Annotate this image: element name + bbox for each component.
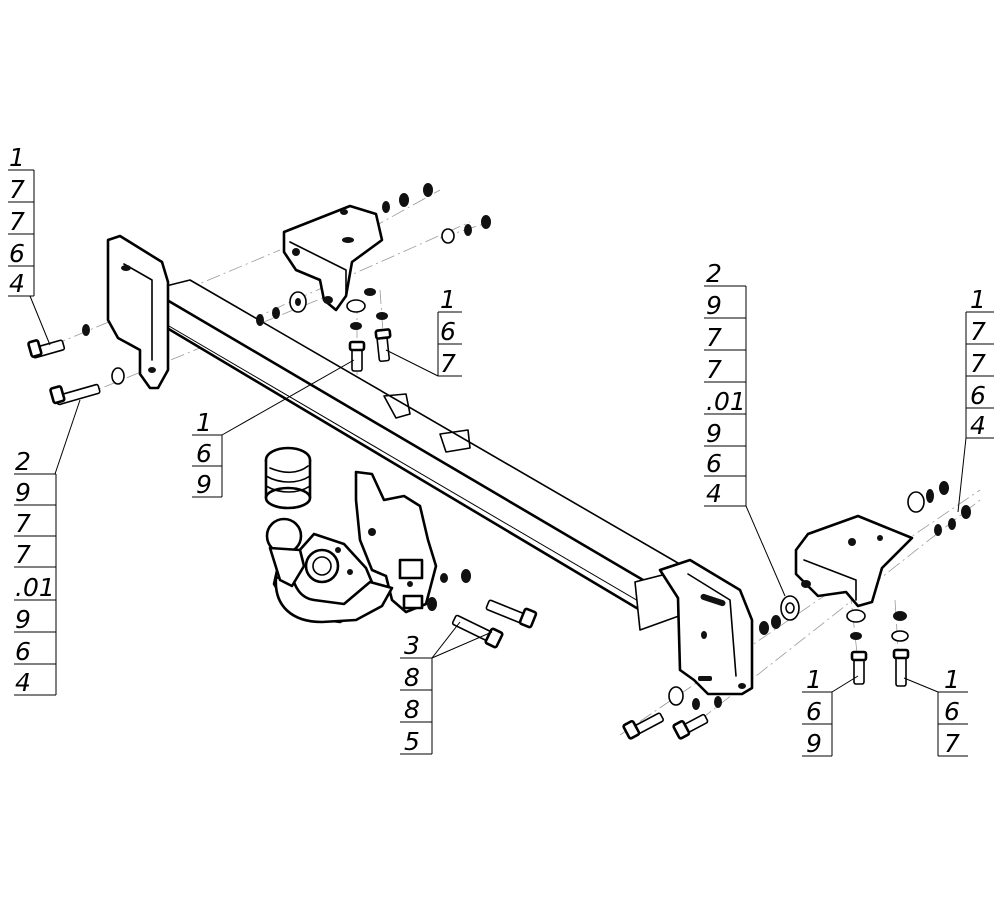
callout-top-left-5: 4 [9,269,25,298]
callout-right-bottom-b-1: 1 [944,665,960,694]
callout-right-bottom-b-2: 6 [944,697,960,726]
callout-right-top: 1 7 7 6 4 [965,285,994,440]
callout-right-bottom-a-3: 9 [806,729,822,758]
callout-right-top-1: 1 [970,285,986,314]
callout-left-long: 2 9 7 7 .01 9 6 4 [14,447,57,697]
callout-right-long: 2 9 7 7 .01 9 6 4 [704,259,747,508]
bolt-vertical-b [374,328,392,363]
callout-bracket-bolts: 1 6 7 [437,285,462,378]
callout-right-top-2: 7 [970,317,986,346]
callout-ball-bolts-4: 5 [404,727,420,756]
bolt-ball-a [485,599,538,629]
callout-center-bolt-1: 1 [196,408,212,437]
ball-cover [264,446,312,510]
bracket-top-fasteners [256,183,491,372]
callout-top-left-3: 7 [9,207,25,236]
callout-ball-bolts-2: 8 [404,663,420,692]
callout-right-long-6: 9 [706,419,722,448]
callout-left-long-1: 2 [15,447,31,476]
left-side-bracket [282,204,384,312]
callout-right-bottom-a-1: 1 [806,665,822,694]
bolt-right-vertical-b [892,648,910,687]
callout-ball-bolts-3: 8 [404,695,420,724]
leader-lines [29,295,967,693]
callout-right-bottom-b: 1 6 7 [937,665,968,758]
callout-right-top-4: 6 [970,381,986,410]
callout-right-long-3: 7 [706,323,722,352]
bolt-ball-b [451,614,504,649]
left-fasteners [27,324,125,406]
callout-bracket-bolts-3: 7 [440,349,456,378]
callout-bracket-bolts-1: 1 [440,285,456,314]
callout-right-long-4: 7 [706,355,722,384]
callout-right-long-5: .01 [706,387,746,416]
callout-left-long-7: 6 [15,637,31,666]
callout-center-bolt: 1 6 9 [192,408,223,499]
callout-left-long-3: 7 [15,509,31,538]
tow-ball-hitch [265,393,471,624]
right-mounting-plate [658,558,754,696]
ball-mount-bolts [427,569,538,649]
callout-right-long-7: 6 [706,449,722,478]
callout-right-long-2: 9 [706,291,722,320]
callout-ball-bolts-1: 3 [404,631,420,660]
callout-right-bottom-a-2: 6 [806,697,822,726]
callout-center-bolt-2: 6 [196,439,212,468]
right-side-bracket [794,514,914,608]
callout-left-long-6: 9 [15,605,31,634]
callout-left-long-8: 4 [15,668,31,697]
bolt-vertical-a [348,340,366,372]
callout-left-long-5: .01 [15,573,55,602]
callout-top-left-2: 7 [9,175,25,204]
bolt-right-lower-a [622,712,664,740]
right-fasteners [622,481,971,740]
bolt-right-lower-b [672,713,709,740]
callout-top-left-4: 6 [9,239,25,268]
callout-right-bottom-b-3: 7 [944,729,960,758]
callout-left-long-4: 7 [15,540,31,569]
main-cross-beam [118,279,691,631]
left-mounting-plate [106,234,170,390]
bolt-right-vertical-a [850,650,868,685]
callout-center-bolt-3: 9 [196,470,212,499]
bolt-left-lower [49,383,101,406]
callout-right-top-5: 4 [970,411,986,440]
callout-top-left: 1 7 7 6 4 [8,143,35,298]
callout-left-long-2: 9 [15,478,31,507]
callout-bracket-bolts-2: 6 [440,317,456,346]
callout-right-top-3: 7 [970,349,986,378]
callout-right-bottom-a: 1 6 9 [802,665,833,758]
callout-ball-bolts: 3 8 8 5 [400,631,433,756]
callout-right-long-1: 2 [706,259,722,288]
bolt-left-upper [27,339,66,359]
callout-right-long-8: 4 [706,479,722,508]
callout-top-left-1: 1 [9,143,25,172]
